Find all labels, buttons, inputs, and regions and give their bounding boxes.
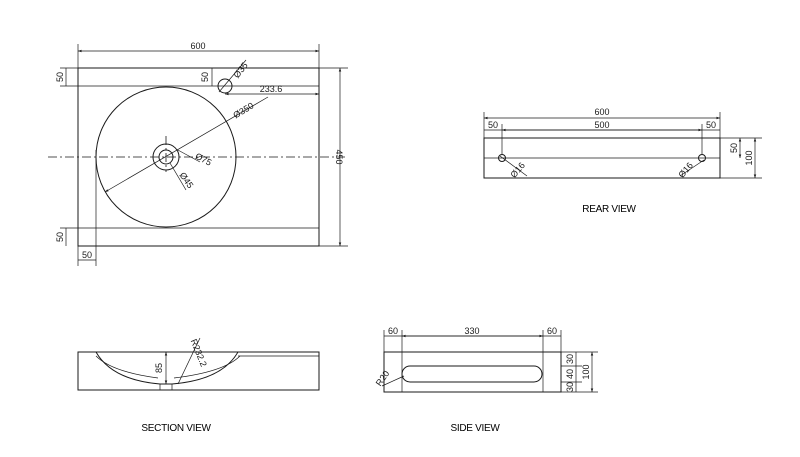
rear-view-title: REAR VIEW [582,204,636,215]
top-depth-label: 450 [334,149,344,164]
rear-view: 600 500 50 50 50 100 Ø16 Ø16 REAR VIEW [483,107,762,215]
top-margin-label: 50 [55,72,65,82]
side-right-label: 60 [547,326,557,336]
section-radius-label: R232.2 [189,338,209,369]
rear-hole-left-label: Ø16 [508,160,527,179]
side-margin-label: 50 [82,250,92,260]
side-slot [401,365,543,383]
side-slot-length-label: 330 [464,326,479,336]
section-bowl-curve [95,351,239,385]
rear-left-offset-label: 50 [488,120,498,130]
bottom-margin-label: 50 [55,232,65,242]
tap-hole-dia-label: Ø35 [231,60,249,80]
section-view: 85 R232.2 SECTION VIEW [77,338,320,434]
side-middle-label: 40 [565,369,575,379]
tap-offset-h-label: 233.6 [260,84,283,94]
side-height-label: 100 [581,364,591,379]
rear-width-label: 600 [594,107,609,117]
side-radius-label: R20 [374,369,392,388]
side-left-label: 60 [388,326,398,336]
rear-hole-height-label: 50 [729,143,739,153]
rear-hole-right-label: Ø16 [676,160,695,179]
rear-inner-span-label: 500 [594,120,609,130]
basin-dia-label: Ø350 [231,100,255,120]
section-outline [77,351,320,391]
section-depth-label: 85 [154,363,164,373]
side-top-label: 30 [565,354,575,364]
side-bottom-label: 30 [565,382,575,392]
rear-height-label: 100 [744,150,754,165]
top-width-label: 600 [190,41,205,51]
rear-hole-left [498,154,506,162]
tap-offset-v-label: 50 [200,72,210,82]
side-outline [383,351,562,393]
rear-right-offset-label: 50 [706,120,716,130]
drain-dia-label: Ø75 [194,151,214,168]
top-view: 600 450 50 50 50 50 233.6 Ø35 Ø350 [48,41,348,266]
side-view: 60 330 60 30 40 30 100 R20 SIDE VIEW [374,326,598,434]
section-view-title: SECTION VIEW [141,423,211,434]
side-view-title: SIDE VIEW [451,423,501,434]
